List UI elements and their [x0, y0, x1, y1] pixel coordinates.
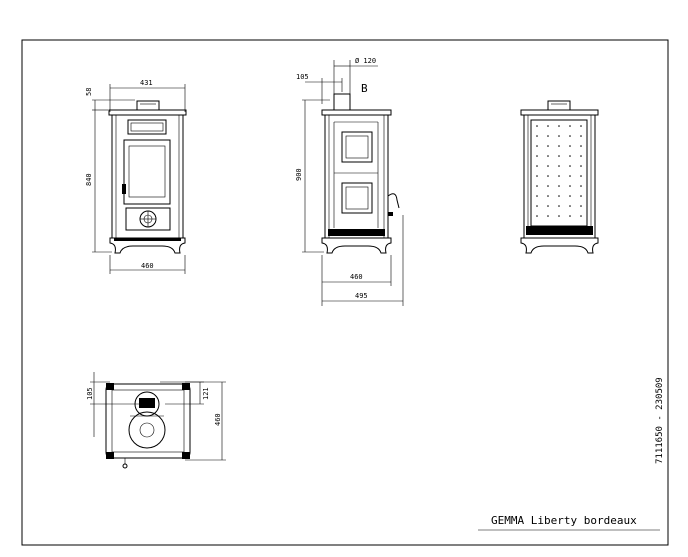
- vent-hole: [558, 185, 560, 187]
- vent-hole: [580, 165, 582, 167]
- vent-hole: [569, 215, 571, 217]
- vent-hole: [580, 135, 582, 137]
- vent-hole: [547, 145, 549, 147]
- vent-hole: [547, 125, 549, 127]
- side-depth-inner-label: 460: [350, 273, 363, 281]
- vent-hole: [580, 195, 582, 197]
- drawing-code: 7111650 - 230509: [655, 377, 665, 464]
- vent-hole: [569, 205, 571, 207]
- vent-hole: [558, 155, 560, 157]
- vent-hole: [547, 195, 549, 197]
- vent-hole: [558, 125, 560, 127]
- vent-hole: [569, 165, 571, 167]
- front-width-top-label: 431: [140, 79, 153, 87]
- vent-hole: [558, 175, 560, 177]
- flue-diameter-label: Ø 120: [355, 57, 376, 65]
- flue-marker: B: [361, 82, 368, 95]
- vent-hole: [547, 165, 549, 167]
- vent-hole: [536, 195, 538, 197]
- vent-hole: [547, 155, 549, 157]
- vent-hole: [580, 125, 582, 127]
- flue-offset-label: 105: [296, 73, 309, 81]
- front-base-width-label: 460: [141, 262, 154, 270]
- vent-hole: [569, 155, 571, 157]
- vent-hole: [536, 165, 538, 167]
- side-height-label: 900: [295, 168, 303, 181]
- vent-hole: [580, 215, 582, 217]
- vent-hole: [536, 175, 538, 177]
- vent-hole: [536, 215, 538, 217]
- vent-hole: [569, 135, 571, 137]
- drawing-frame: [21, 39, 669, 546]
- vent-hole: [547, 215, 549, 217]
- vent-hole: [536, 155, 538, 157]
- vent-hole: [580, 175, 582, 177]
- plan-offset-right-label: 121: [202, 387, 210, 400]
- vent-hole: [558, 205, 560, 207]
- vent-hole: [558, 135, 560, 137]
- plan-view: 105 121 460: [86, 372, 226, 469]
- vent-hole: [547, 175, 549, 177]
- plan-offset-left-label: 105: [86, 387, 94, 400]
- back-view: [520, 100, 599, 254]
- vent-hole: [536, 145, 538, 147]
- vent-hole: [558, 195, 560, 197]
- vent-hole: [569, 125, 571, 127]
- vent-hole: [569, 195, 571, 197]
- vent-hole: [558, 215, 560, 217]
- vent-hole: [569, 145, 571, 147]
- vent-hole: [547, 205, 549, 207]
- vent-hole: [580, 155, 582, 157]
- vent-hole: [569, 185, 571, 187]
- vent-hole: [569, 175, 571, 177]
- front-height-label: 840: [85, 173, 93, 186]
- model-name: GEMMA Liberty bordeaux: [491, 514, 637, 527]
- plan-depth-label: 460: [214, 413, 222, 426]
- vent-hole: [580, 205, 582, 207]
- vent-hole: [547, 135, 549, 137]
- vent-hole: [580, 145, 582, 147]
- front-view: 431 58 840 460: [85, 79, 187, 274]
- side-depth-total-label: 495: [355, 292, 368, 300]
- vent-hole: [547, 185, 549, 187]
- vent-hole: [536, 185, 538, 187]
- front-top-height-label: 58: [85, 88, 93, 96]
- vent-hole: [536, 125, 538, 127]
- vent-hole: [536, 135, 538, 137]
- vent-hole: [558, 145, 560, 147]
- vent-hole: [580, 185, 582, 187]
- ventilation-holes: [536, 125, 582, 217]
- side-view: Ø 120 105 B 900: [295, 57, 404, 306]
- vent-hole: [536, 205, 538, 207]
- vent-hole: [558, 165, 560, 167]
